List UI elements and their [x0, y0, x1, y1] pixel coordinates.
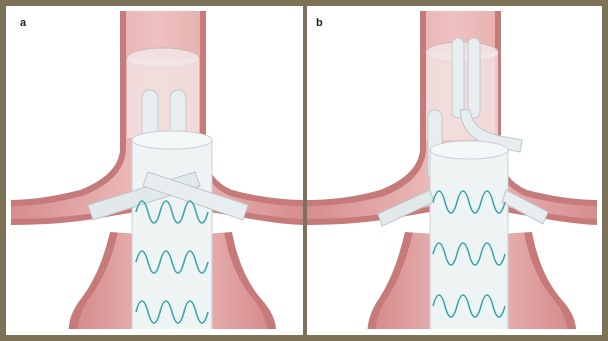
upright-tube-right-b [468, 38, 480, 118]
upright-tube-left-b [452, 38, 464, 118]
panel-divider [303, 6, 307, 335]
panel-label-a: a [20, 17, 27, 29]
panel-label-b: b [316, 17, 323, 29]
